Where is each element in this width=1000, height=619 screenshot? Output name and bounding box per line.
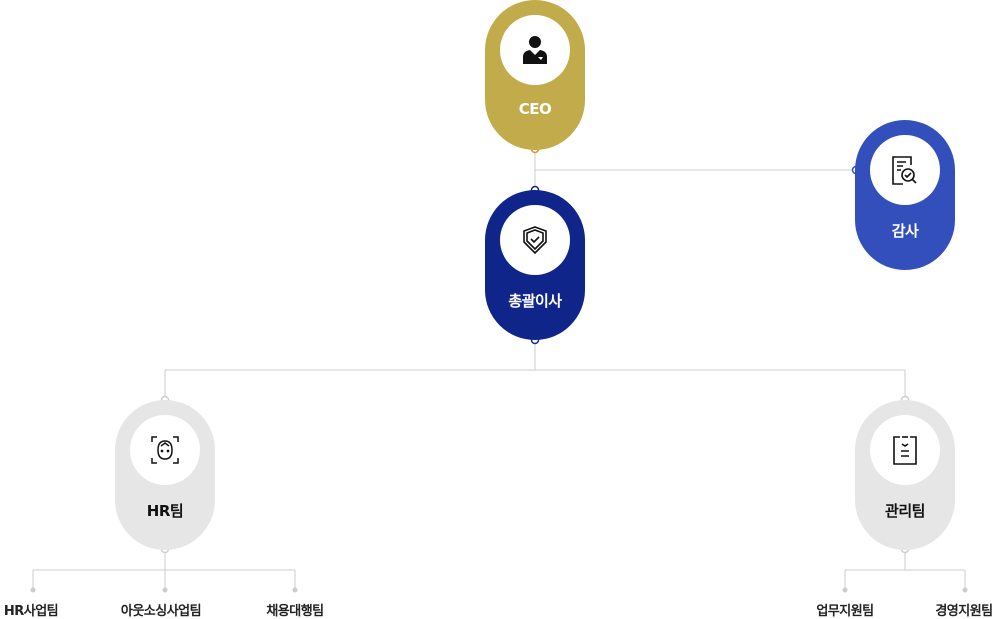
node-label: CEO	[518, 100, 552, 118]
node-label: 관리팀	[885, 502, 925, 520]
node-hr[interactable]: HR팀	[115, 400, 215, 550]
subteam-outsourcing: 아웃소싱사업팀	[120, 604, 202, 619]
subteam-management-support: 경영지원팀	[935, 604, 993, 619]
subteam-hr-business: HR사업팀	[3, 604, 59, 619]
node-admin[interactable]: 관리팀	[855, 400, 955, 550]
clipboard-icon	[893, 436, 917, 465]
subteam-recruiting: 채용대행팀	[266, 604, 324, 619]
node-audit[interactable]: 감사	[855, 120, 955, 270]
subteam-work-support: 업무지원팀	[816, 604, 874, 619]
businessman-icon	[523, 36, 547, 64]
node-label: 감사	[891, 222, 919, 240]
node-ceo[interactable]: CEO	[485, 0, 585, 150]
node-label: 총괄이사	[508, 292, 562, 310]
node-director[interactable]: 총괄이사	[485, 190, 585, 340]
node-label: HR팀	[146, 502, 184, 520]
shield-check-icon	[523, 226, 547, 255]
face-scan-icon	[151, 436, 179, 464]
document-search-icon	[892, 156, 917, 185]
